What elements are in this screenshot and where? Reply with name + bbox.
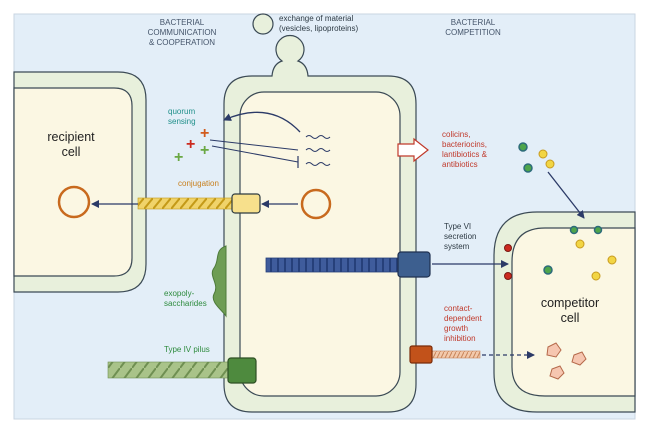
toxin-arrow [547,171,585,219]
signal-line [211,145,299,163]
cdi-toxins [546,342,587,380]
central-bacterium [223,13,417,413]
plasmid-donor [300,188,332,220]
t6ss-baseplate [397,251,431,278]
colicin-export-arrow [397,137,429,163]
cdi-transporter [409,345,433,364]
svg-text:+: + [200,142,209,159]
quorum-sensing-label: quorum sensing [168,107,196,126]
svg-text:+: + [174,149,183,166]
t6ss-sheath [265,257,403,273]
mrna-squiggles [305,135,331,166]
competitor-cell-title: competitor cell [540,296,600,325]
exopolysaccharide-blob [211,245,227,318]
signal-molecules: + + + + [174,125,209,166]
svg-text:+: + [186,136,195,153]
cdi-label: contact- dependent growth inhibition [444,304,482,343]
autoinducer-arrow [223,111,301,133]
header-communication: BACTERIAL COMMUNICATION & COOPERATION [147,18,217,47]
conjugation-pore [231,193,261,214]
colicins-label: colicins, bacteriocins, lantibiotics & a… [442,130,487,169]
plasmid-recipient [57,185,91,219]
pilus-base [227,357,257,384]
t6ss-label: Type VI secretion system [444,222,477,251]
cdi-filament [429,350,481,359]
type-iv-pilus-label: Type IV pilus [164,345,210,354]
recipient-cell [13,71,147,293]
vesicle-icon [252,13,274,35]
signal-line [209,139,299,151]
type-iv-pilus [107,361,233,379]
competitor-cell [493,211,636,413]
exopolysaccharides-label: exopoly- saccharides [164,289,207,308]
competitor-receptors [504,225,603,280]
svg-text:+: + [200,125,209,142]
toxins-inside-competitor [543,239,617,281]
recipient-cell-title: recipient cell [47,130,95,159]
conjugation-label: conjugation [178,179,219,188]
header-exchange: exchange of material (vesicles, lipoprot… [279,14,359,33]
conjugation-pilus [137,197,235,210]
secreted-toxins [518,142,555,173]
header-competition: BACTERIAL COMPETITION [445,18,501,37]
